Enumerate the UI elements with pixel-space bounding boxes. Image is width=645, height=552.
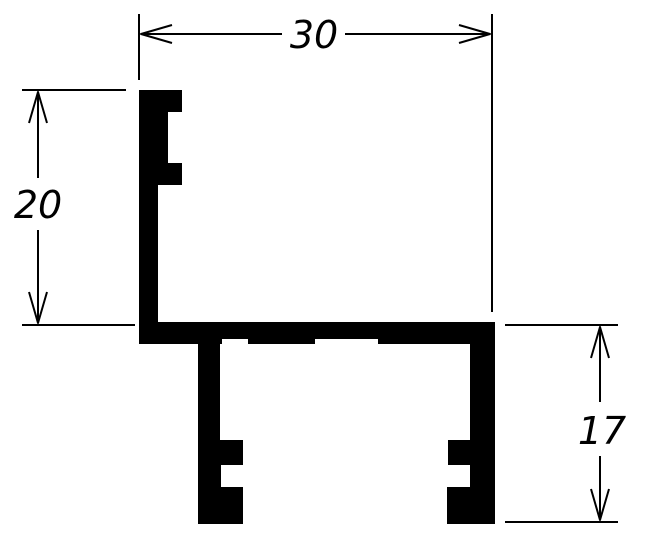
dimension-label-width: 30 [290, 13, 338, 57]
arrowhead-upper-bottom [28, 291, 48, 324]
arrowhead-width-right [458, 24, 491, 44]
extension-lines [22, 14, 618, 523]
arrowhead-upper-top [28, 91, 48, 124]
arrowhead-lower-bottom [590, 488, 610, 521]
arrowheads [28, 24, 610, 521]
extrusion-profile [139, 90, 495, 524]
dimension-label-lower-height: 17 [578, 409, 626, 453]
dimension-lines [37, 33, 601, 520]
arrowhead-lower-top [590, 326, 610, 359]
dimension-label-upper-height: 20 [14, 183, 62, 227]
arrowhead-width-left [140, 24, 173, 44]
